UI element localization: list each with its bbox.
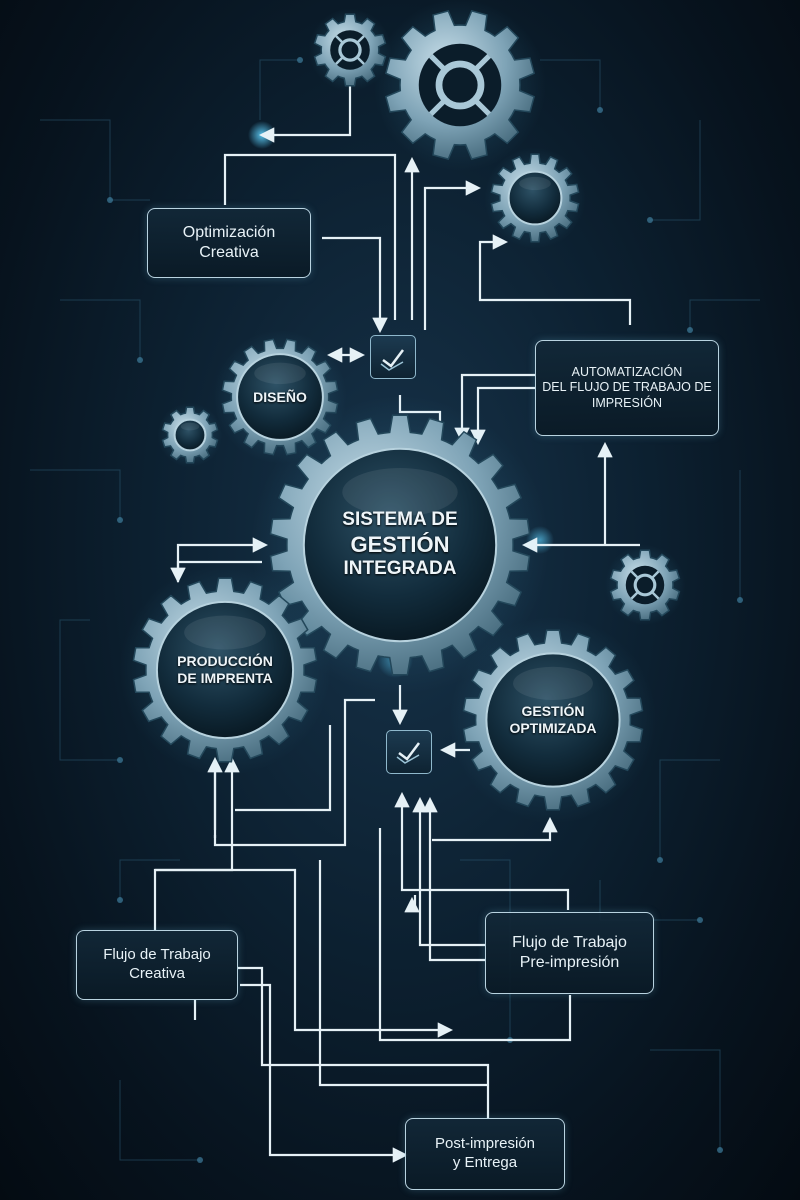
gear-label-sistema: SISTEMA DE GESTIÓN INTEGRADA <box>310 490 490 600</box>
gear-label-produccion: PRODUCCIÓN DE IMPRENTA <box>150 638 300 702</box>
gear-icon-diseno <box>213 330 347 464</box>
gear-label-line: GESTIÓN <box>350 531 450 557</box>
node-label-line: Flujo de Trabajo <box>512 934 627 951</box>
gear-label-line: PRODUCCIÓN <box>177 653 273 670</box>
node-label-line: IMPRESIÓN <box>591 395 663 410</box>
gear-icon-top-large <box>373 0 547 172</box>
gear-label-gestion-optimizada: GESTIÓN OPTIMIZADA <box>488 688 618 752</box>
document-check-icon <box>386 730 432 774</box>
node-label-line: y Entrega <box>452 1154 518 1171</box>
node-label-line: Creativa <box>199 244 259 261</box>
gear-label-line: INTEGRADA <box>343 558 457 580</box>
gear-icon-top-small <box>308 8 392 92</box>
node-label-line: Creativa <box>129 965 185 982</box>
node-optimizacion-creativa: Optimización Creativa <box>147 208 311 278</box>
node-label-line: DEL FLUJO DE TRABAJO DE <box>542 380 712 395</box>
node-label-line: Flujo de Trabajo <box>103 946 211 964</box>
connector-lines <box>153 75 640 1163</box>
gear-icon-sistema <box>250 395 550 695</box>
gear-icon-right-small <box>604 544 686 626</box>
node-label-line: Post-impresión <box>434 1135 536 1153</box>
node-flujo-creativa: Flujo de Trabajo Creativa <box>76 930 238 1000</box>
document-check-icon <box>370 335 416 379</box>
gear-icon-gestion-optimizada <box>449 616 657 824</box>
gear-label-diseno: DISEÑO <box>235 380 325 414</box>
gear-label-line: OPTIMIZADA <box>509 720 597 736</box>
node-post-impresion: Post-impresión y Entrega <box>405 1118 565 1190</box>
gear-label-line: DISEÑO <box>253 388 307 405</box>
gear-label-line: SISTEMA DE <box>342 509 458 530</box>
gear-label-line: GESTIÓN <box>521 703 585 720</box>
circuit-dots <box>107 57 743 1163</box>
node-label-line: Pre-impresión <box>519 954 620 971</box>
node-flujo-preimpresion: Flujo de Trabajo Pre-impresión <box>485 912 654 994</box>
node-automatizacion: AUTOMATIZACIÓN DEL FLUJO DE TRABAJO DE I… <box>535 340 719 436</box>
gear-icon-top-right <box>484 147 586 249</box>
node-label-line: Optimización <box>182 224 276 241</box>
gear-group <box>119 0 686 824</box>
gear-label-line: DE IMPRENTA <box>177 670 273 686</box>
node-label-line: AUTOMATIZACIÓN <box>571 364 683 379</box>
gear-icon-small-left <box>157 402 223 468</box>
circuit-background <box>30 59 760 1161</box>
gear-icon-produccion <box>119 564 331 776</box>
